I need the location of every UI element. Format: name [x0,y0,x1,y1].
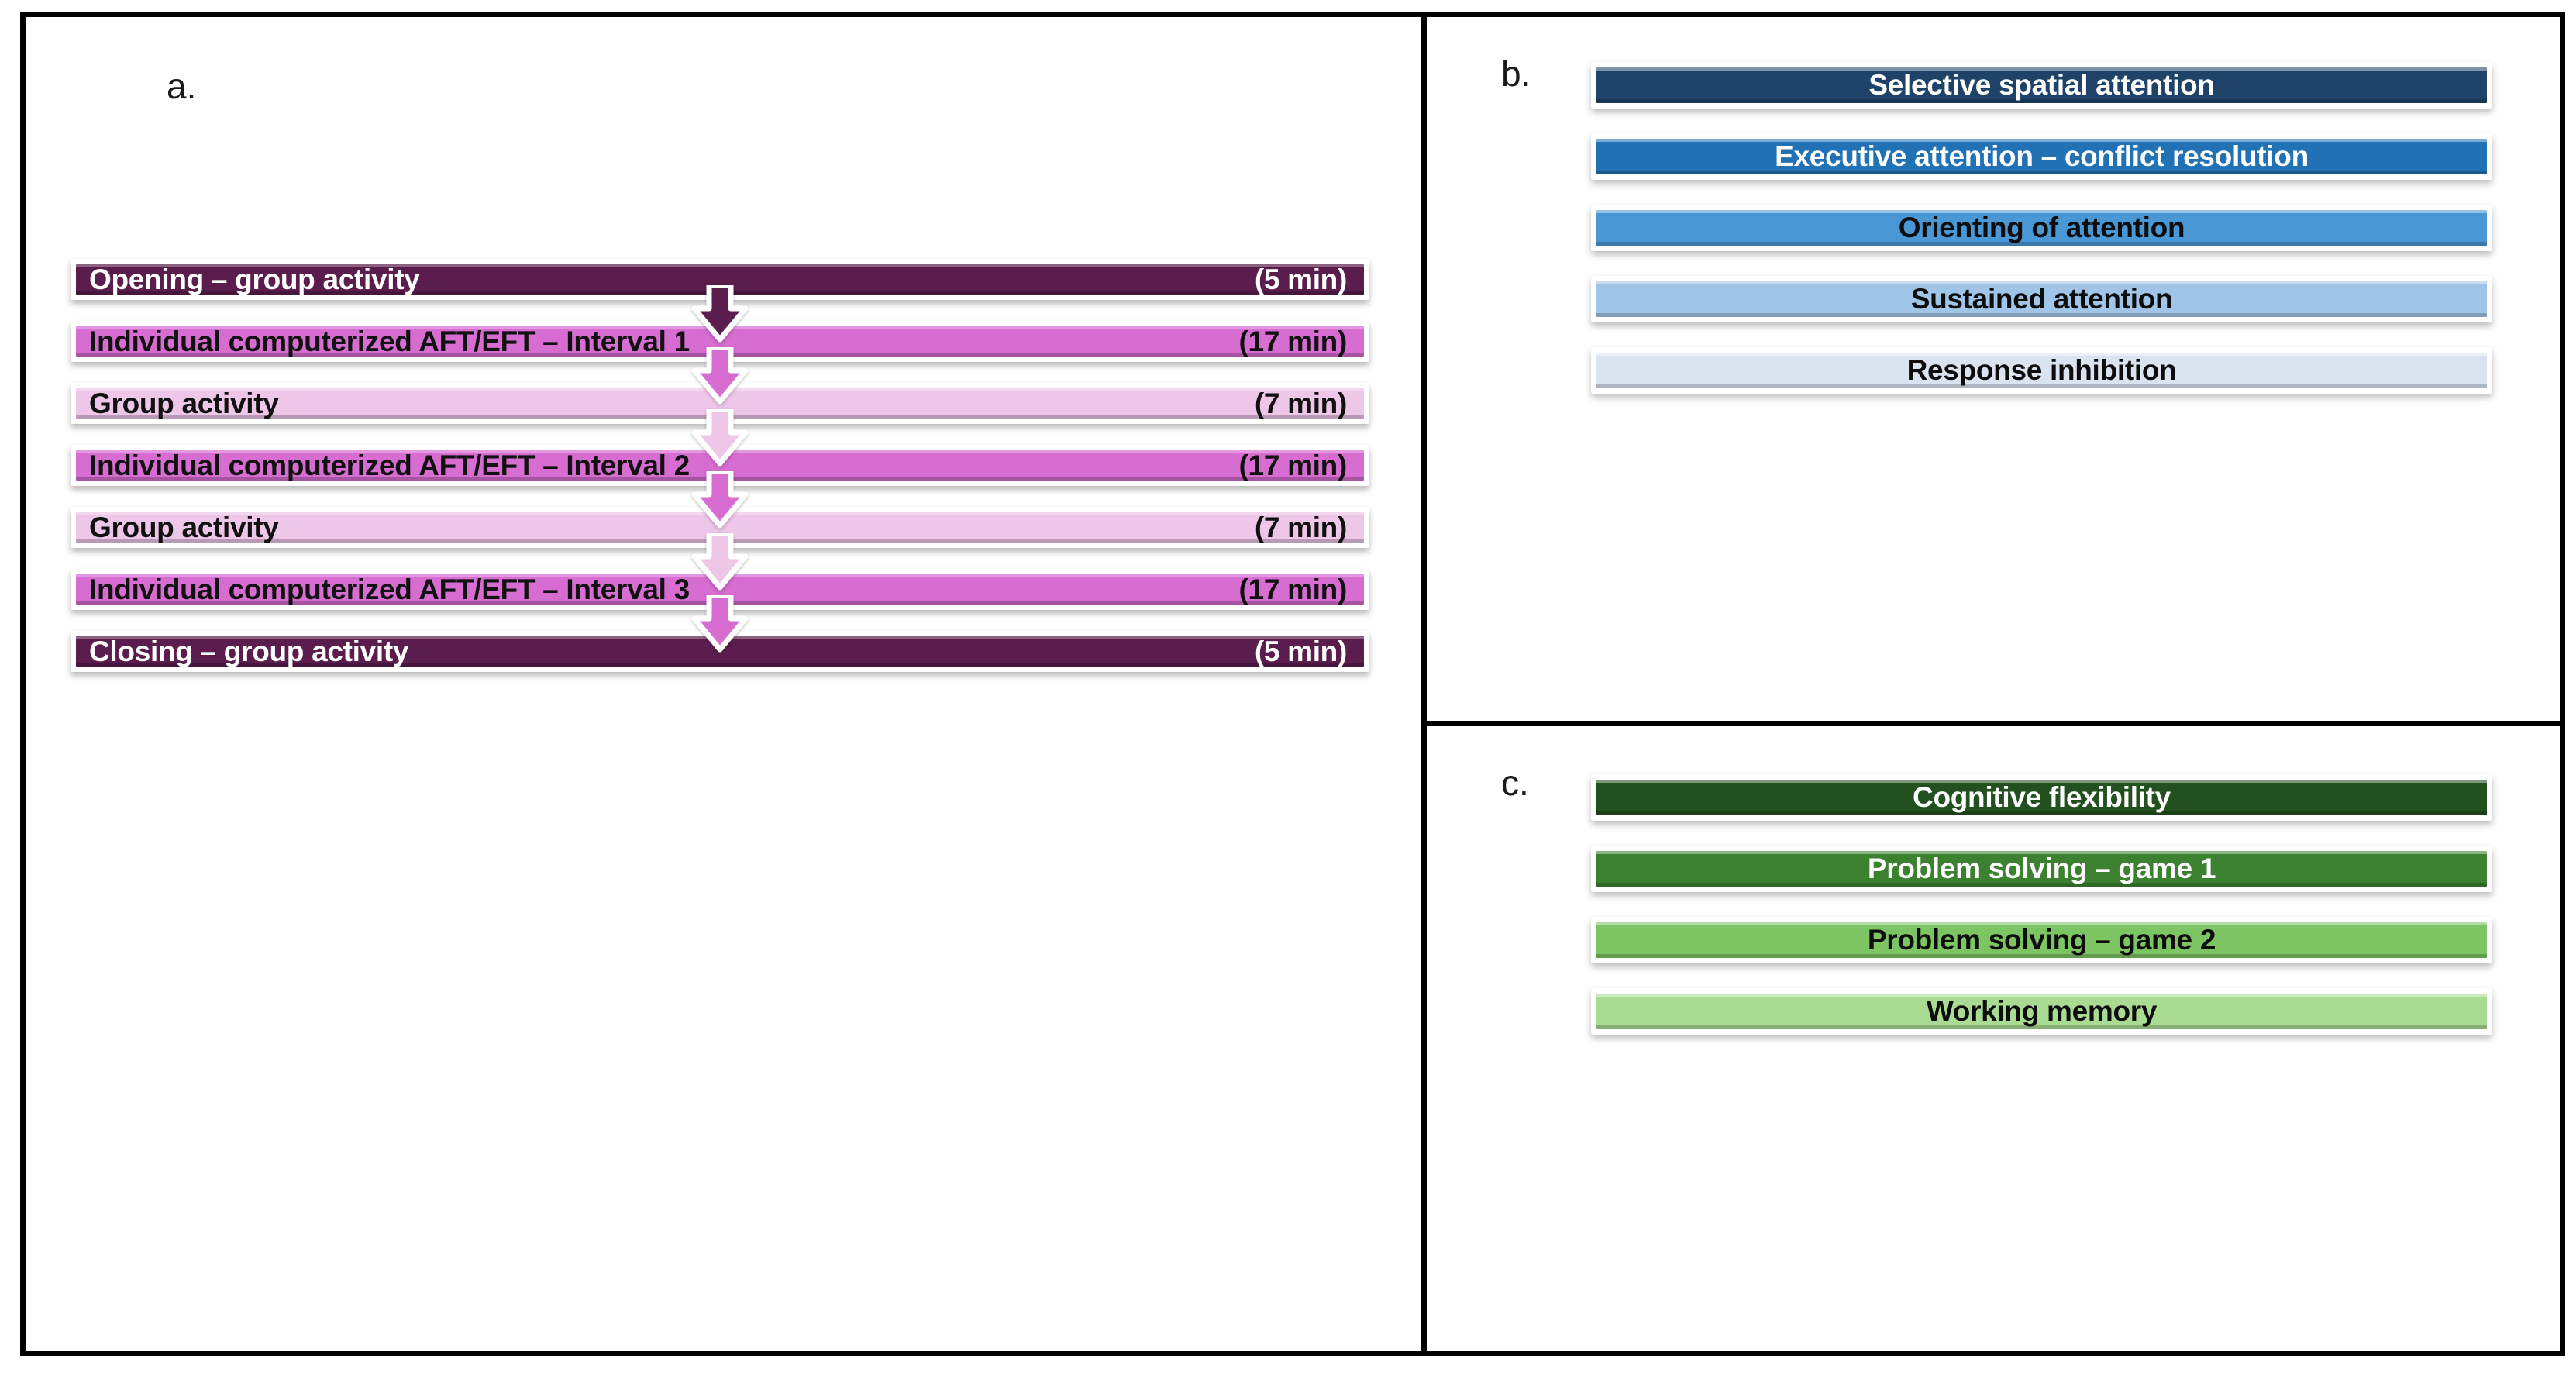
flow-bar: Closing – group activity (5 min) [71,631,1369,672]
flow-bar-duration: (5 min) [1254,636,1347,667]
panel-a-label: a. [167,66,197,106]
flow-bar-fill: Opening – group activity (5 min) [76,264,1364,295]
flow-bar-title: Group activity [89,512,279,543]
concept-box-fill: Sustained attention [1596,281,2487,317]
panel-c-label: c. [1501,763,1529,803]
flow-bar: Individual computerized AFT/EFT – Interv… [71,445,1369,486]
concept-box: Problem solving – game 2 [1591,917,2492,963]
flow-bar-fill: Individual computerized AFT/EFT – Interv… [76,450,1364,481]
flow-row: Individual computerized AFT/EFT – Interv… [71,445,1369,529]
concept-box-fill: Cognitive flexibility [1596,780,2487,815]
concept-box-label: Executive attention – conflict resolutio… [1775,140,2309,172]
concept-box-frame: Sustained attention [1591,276,2492,322]
flow-row: Opening – group activity (5 min) [71,259,1369,343]
concept-box-fill: Executive attention – conflict resolutio… [1596,139,2487,174]
concept-box-label: Orienting of attention [1898,212,2185,243]
flow-row: Individual computerized AFT/EFT – Interv… [71,321,1369,405]
flow-bar-duration: (17 min) [1238,326,1348,357]
flow-bar-fill: Individual computerized AFT/EFT – Interv… [76,326,1364,357]
figure-frame: a. Opening – group activity (5 min) Indivi… [20,12,2565,1356]
concept-box: Sustained attention [1591,276,2492,322]
concept-box-fill: Response inhibition [1596,353,2487,388]
concept-box: Working memory [1591,988,2492,1035]
flow-bar-duration: (7 min) [1254,388,1347,419]
flow-bar-title: Opening – group activity [89,264,420,295]
concept-box-fill: Working memory [1596,994,2487,1029]
concept-box: Selective spatial attention [1591,62,2492,109]
concept-box-fill: Problem solving – game 2 [1596,922,2487,958]
concept-box-fill: Selective spatial attention [1596,67,2487,103]
concept-box-frame: Working memory [1591,988,2492,1035]
concept-box-label: Response inhibition [1906,354,2177,386]
concept-box-label: Selective spatial attention [1868,69,2215,101]
flow-row: Group activity (7 min) [71,383,1369,467]
flow-bar: Individual computerized AFT/EFT – Interv… [71,321,1369,362]
flow-bar-fill: Closing – group activity (5 min) [76,636,1364,667]
flow-bar-fill: Group activity (7 min) [76,512,1364,543]
panel-b-label: b. [1501,53,1531,94]
concept-box-frame: Orienting of attention [1591,205,2492,251]
flow-bar-duration: (7 min) [1254,512,1347,543]
concept-box: Problem solving – game 1 [1591,846,2492,892]
concept-box-label: Sustained attention [1910,283,2173,315]
concept-box-fill: Orienting of attention [1596,210,2487,246]
concept-box: Orienting of attention [1591,205,2492,251]
concept-box-label: Working memory [1926,995,2158,1027]
concept-box-label: Problem solving – game 1 [1867,853,2216,884]
flow-row: Group activity (7 min) [71,507,1369,591]
flow-row: Individual computerized AFT/EFT – Interv… [71,569,1369,653]
flow-bar-fill: Group activity (7 min) [76,388,1364,419]
flow-bar-title: Individual computerized AFT/EFT – Interv… [89,450,690,481]
flow-bar-title: Individual computerized AFT/EFT – Interv… [89,574,690,605]
concept-box-fill: Problem solving – game 1 [1596,851,2487,887]
concept-box-frame: Selective spatial attention [1591,62,2492,109]
concept-box: Response inhibition [1591,347,2492,394]
flow-bar-title: Closing – group activity [89,636,409,667]
concept-box-frame: Problem solving – game 1 [1591,846,2492,892]
concept-box-frame: Response inhibition [1591,347,2492,394]
flow-bar-fill: Individual computerized AFT/EFT – Interv… [76,574,1364,605]
flow-bar-title: Group activity [89,388,279,419]
concept-box-frame: Executive attention – conflict resolutio… [1591,133,2492,180]
concept-box-frame: Cognitive flexibility [1591,774,2492,821]
flow-bar: Opening – group activity (5 min) [71,259,1369,300]
flow-bar: Individual computerized AFT/EFT – Interv… [71,569,1369,610]
concept-box: Cognitive flexibility [1591,774,2492,821]
session-flow-list: Opening – group activity (5 min) Individua… [71,259,1369,672]
concept-box: Executive attention – conflict resolutio… [1591,133,2492,180]
concept-box-label: Problem solving – game 2 [1867,924,2216,956]
flow-bar-duration: (17 min) [1238,574,1348,605]
flow-bar: Group activity (7 min) [71,507,1369,548]
panel-a: a. Opening – group activity (5 min) Indivi… [26,17,1427,1351]
flow-bar-title: Individual computerized AFT/EFT – Interv… [89,326,690,357]
flow-bar-duration: (5 min) [1254,264,1347,295]
concept-box-label: Cognitive flexibility [1913,781,2171,813]
flow-bar: Group activity (7 min) [71,383,1369,424]
flow-row: Closing – group activity (5 min) [71,631,1369,672]
flow-bar-duration: (17 min) [1238,450,1348,481]
concept-box-frame: Problem solving – game 2 [1591,917,2492,963]
